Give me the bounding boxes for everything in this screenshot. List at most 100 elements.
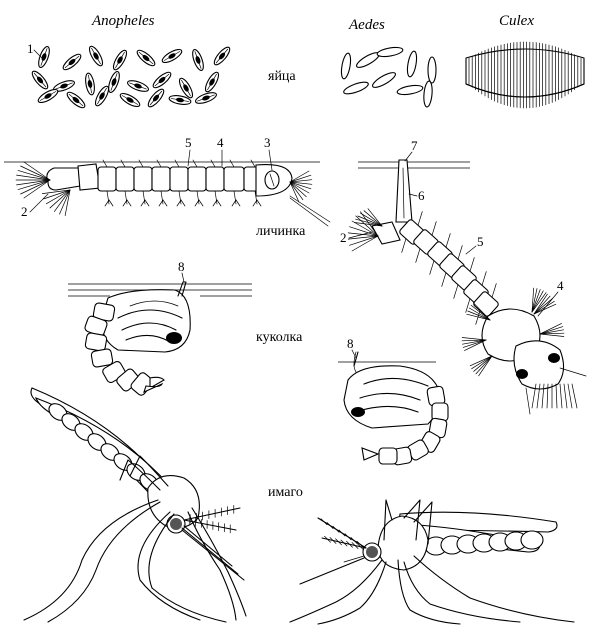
anopheles-egg bbox=[168, 95, 192, 105]
anopheles-adult-leg-4 bbox=[148, 513, 227, 623]
aedes-egg bbox=[427, 56, 437, 84]
anopheles-egg bbox=[112, 49, 128, 71]
callout-1: 1 bbox=[27, 41, 34, 56]
anopheles-egg bbox=[62, 53, 82, 71]
anopheles-egg bbox=[147, 88, 165, 108]
larva-segment bbox=[115, 166, 135, 192]
anopheles-adult bbox=[23, 387, 247, 623]
anopheles-pupa-abdomen bbox=[84, 302, 165, 396]
culex-adult-leg-2 bbox=[317, 561, 387, 625]
genus-anopheles-label: Anopheles bbox=[91, 13, 155, 29]
larva-segment bbox=[473, 283, 499, 325]
anopheles-egg bbox=[94, 85, 110, 107]
culex-larva-anal-hairs bbox=[347, 208, 383, 252]
culex-larva-anal-segment bbox=[371, 221, 401, 245]
larva-segment bbox=[151, 166, 171, 192]
larva-segment bbox=[169, 166, 189, 192]
abdomen-segment bbox=[520, 530, 544, 550]
larva-segment bbox=[133, 166, 153, 192]
callout-4b: 4 bbox=[557, 278, 564, 293]
anopheles-egg bbox=[136, 49, 156, 67]
anopheles-eggs bbox=[31, 45, 231, 109]
callout-5a: 5 bbox=[185, 135, 192, 150]
larva-segment bbox=[223, 166, 245, 192]
anopheles-pupa-eye bbox=[166, 332, 182, 344]
culex-pupa-cephalothorax bbox=[343, 365, 440, 429]
pupa-paddle bbox=[149, 376, 165, 389]
antenna bbox=[183, 507, 241, 521]
culex-pupa-abdomen bbox=[361, 385, 449, 466]
pupa-segment bbox=[84, 332, 108, 352]
anopheles-egg bbox=[195, 92, 217, 104]
anopheles-larva-abdomen bbox=[97, 159, 267, 207]
anopheles-egg bbox=[119, 92, 141, 108]
pupa-stage-label: куколка bbox=[256, 330, 303, 345]
callout-6: 6 bbox=[418, 188, 425, 203]
anopheles-egg bbox=[152, 71, 172, 89]
anopheles-larva-mouth-brushes bbox=[15, 161, 71, 216]
culex-larva-eye-right bbox=[548, 353, 560, 363]
culex-adult bbox=[289, 499, 575, 625]
genus-culex-label: Culex bbox=[499, 13, 534, 29]
anopheles-egg bbox=[213, 46, 231, 66]
callout-7: 7 bbox=[411, 138, 418, 153]
culex-larva bbox=[347, 159, 587, 415]
anopheles-egg bbox=[178, 77, 194, 99]
callout-5b: 5 bbox=[477, 234, 484, 249]
anopheles-adult-eye bbox=[170, 518, 182, 530]
culex-larva-eye-left bbox=[516, 369, 528, 379]
larva-segment bbox=[187, 166, 207, 192]
anopheles-egg bbox=[204, 71, 220, 93]
culex-larva-abdomen bbox=[399, 211, 499, 325]
aedes-eggs bbox=[340, 46, 437, 108]
callout-4a: 4 bbox=[217, 135, 224, 150]
anopheles-egg bbox=[31, 70, 49, 90]
callout-2b: 2 bbox=[340, 230, 347, 245]
eggs-stage-label: яйца bbox=[268, 69, 296, 84]
larva-segment bbox=[205, 166, 225, 192]
anopheles-larva-thorax bbox=[77, 163, 101, 191]
aedes-egg bbox=[340, 52, 352, 80]
pupa-paddle bbox=[361, 447, 380, 461]
imago-stage-label: имаго bbox=[268, 485, 303, 500]
genus-aedes-label: Aedes bbox=[348, 17, 385, 33]
anopheles-larva bbox=[4, 159, 331, 227]
callout-2a: 2 bbox=[21, 204, 28, 219]
callout-8b: 8 bbox=[347, 336, 354, 351]
anopheles-egg bbox=[66, 91, 86, 109]
culex-pupa bbox=[338, 351, 449, 466]
anopheles-egg bbox=[192, 49, 204, 71]
culex-adult-abdomen bbox=[424, 530, 544, 556]
anopheles-adult-leg-2 bbox=[47, 501, 161, 623]
aedes-egg bbox=[343, 81, 369, 95]
anopheles-egg bbox=[88, 45, 104, 67]
anopheles-egg bbox=[161, 48, 183, 64]
anopheles-pupa bbox=[68, 281, 252, 396]
pupa-segment bbox=[378, 447, 398, 465]
anopheles-egg bbox=[37, 88, 59, 104]
culex-egg-raft bbox=[465, 41, 585, 109]
culex-adult-leg-4 bbox=[403, 561, 521, 623]
anopheles-adult-leg-5 bbox=[187, 511, 237, 621]
callout-3: 3 bbox=[264, 135, 271, 150]
culex-adult-antennae bbox=[317, 517, 367, 551]
aedes-egg bbox=[406, 50, 418, 78]
aedes-egg bbox=[372, 72, 396, 88]
culex-adult-leg-3 bbox=[397, 559, 461, 625]
culex-adult-leg-5 bbox=[413, 555, 575, 623]
larva-stage-label: личинка bbox=[256, 224, 306, 239]
culex-larva-head bbox=[513, 340, 565, 390]
culex-adult-eye bbox=[366, 546, 378, 558]
anopheles-adult-leg-1 bbox=[23, 499, 159, 621]
culex-larva-thorax-hairs bbox=[461, 287, 565, 377]
larva-segment bbox=[97, 166, 117, 192]
culex-pupa-eye bbox=[351, 407, 365, 417]
culex-adult-proboscis bbox=[299, 557, 365, 585]
aedes-egg bbox=[376, 46, 404, 58]
callout-8a: 8 bbox=[178, 259, 185, 274]
aedes-egg bbox=[396, 84, 424, 96]
callout-1-leader bbox=[33, 49, 45, 61]
anopheles-adult-abdomen bbox=[48, 403, 159, 491]
